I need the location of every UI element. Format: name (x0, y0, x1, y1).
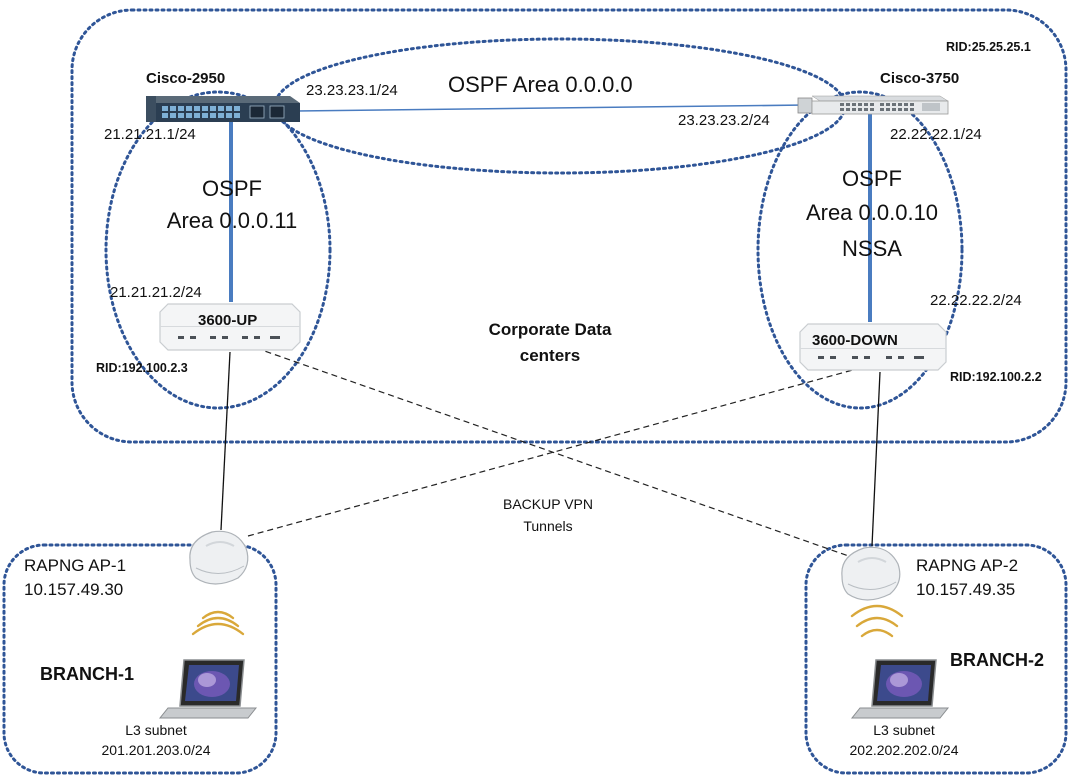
access-point-2-icon (841, 546, 901, 601)
link-3600up-ap1 (220, 351, 231, 531)
ip-23-23-23-2: 23.23.23.2/24 (678, 112, 770, 129)
area-11-ellipse (104, 90, 332, 410)
branch-2-subnet-label: L3 subnet (873, 722, 935, 738)
branch-1-boundary (2, 543, 278, 775)
laptop-1-icon (158, 659, 258, 719)
area-10-label-line3: NSSA (842, 236, 902, 261)
wireless-signal-2-icon (850, 604, 904, 638)
link-3600down-ap2 (871, 371, 881, 547)
datacenter-boundary (70, 8, 1068, 444)
branch-2-subnet: 202.202.202.0/24 (849, 742, 959, 758)
ip-21-21-21-2: 21.21.21.2/24 (110, 284, 202, 301)
wireless-signal-1-icon (191, 610, 245, 636)
cisco-2950-switch-icon (146, 96, 300, 122)
datacenter-label-line1: Corporate Data (488, 320, 612, 339)
ap-2-name: RAPNG AP-2 (916, 556, 1019, 575)
area-10-ellipse (756, 90, 964, 410)
branch-1-subnet-label: L3 subnet (125, 722, 187, 738)
controller-3600-down-label: 3600-DOWN (812, 332, 898, 349)
datacenter-label-line2: centers (519, 346, 581, 365)
area-0-label: OSPF Area 0.0.0.0 (448, 72, 633, 97)
ip-22-22-22-2: 22.22.22.2/24 (930, 292, 1022, 309)
laptop-2-icon (850, 659, 950, 719)
area-10-label-line1: OSPF (842, 166, 902, 191)
cisco-3750-rid: RID:25.25.25.1 (946, 40, 1031, 54)
cisco-3750-label: Cisco-3750 (880, 70, 960, 87)
area-11-label-line1: OSPF (202, 176, 262, 201)
ap-2-ip: 10.157.49.35 (916, 580, 1016, 599)
access-point-1-icon (189, 530, 249, 585)
controller-3600-down-rid: RID:192.100.2.2 (950, 370, 1042, 384)
ip-22-22-22-1: 22.22.22.1/24 (890, 126, 982, 143)
cisco-3750-switch-icon (797, 95, 949, 115)
link-2950-3750 (295, 104, 807, 112)
branch-2-name: BRANCH-2 (950, 650, 1044, 670)
controller-3600-up-rid: RID:192.100.2.3 (96, 361, 188, 375)
vpn-label-line1: BACKUP VPN (503, 496, 593, 512)
ap-1-name: RAPNG AP-1 (24, 556, 127, 575)
controller-3600-up-icon (159, 303, 301, 351)
vpn-tunnel-1 (255, 347, 861, 561)
controller-3600-up-label: 3600-UP (198, 312, 258, 329)
controller-3600-down-icon (799, 323, 947, 371)
branch-1-subnet: 201.201.203.0/24 (101, 742, 211, 758)
cisco-2950-label: Cisco-2950 (146, 70, 226, 87)
vpn-tunnel-2 (247, 367, 861, 537)
area-10-label-line2: Area 0.0.0.10 (805, 200, 939, 225)
vpn-label-line2: Tunnels (523, 518, 573, 534)
ip-21-21-21-1: 21.21.21.1/24 (104, 126, 196, 143)
ap-1-ip: 10.157.49.30 (24, 580, 124, 599)
ip-23-23-23-1: 23.23.23.1/24 (306, 82, 398, 99)
area-11-label-line2: Area 0.0.0.11 (166, 208, 298, 233)
branch-1-name: BRANCH-1 (40, 664, 134, 684)
branch-2-boundary (804, 543, 1068, 775)
